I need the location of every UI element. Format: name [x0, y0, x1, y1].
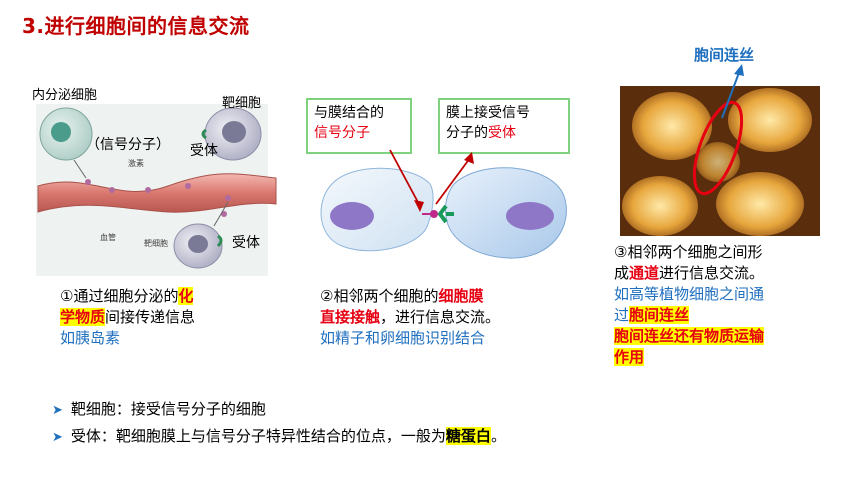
- left-caption: ①通过细胞分泌的化 学物质间接传递信息 如胰岛素: [60, 286, 280, 349]
- right-caption: ③相邻两个细胞之间形 成通道进行信息交流。 如高等植物细胞之间通 过胞间连丝 胞…: [614, 242, 854, 368]
- right-caption-part9: 作用: [614, 348, 645, 366]
- bullet-text-1: 靶细胞：接受信号分子的细胞: [70, 400, 266, 418]
- arrow-bullet-icon: ➤: [52, 403, 63, 418]
- bullet-text-2c: 。: [490, 427, 506, 445]
- plasmodesmata-photo: [620, 86, 820, 236]
- plasmodesmata-illustration: [620, 86, 820, 236]
- endocrine-figure: [28, 86, 278, 278]
- left-caption-part3: 学物质: [60, 308, 106, 326]
- middle-caption-part2: 细胞膜: [438, 287, 484, 305]
- right-caption-part7: 胞间连丝: [629, 306, 690, 324]
- left-caption-part1: ①通过细胞分泌的: [60, 287, 179, 305]
- middle-caption-part3: 直接接触: [320, 308, 381, 326]
- membrane-contact-figure: [312, 154, 574, 274]
- right-caption-part1: ③相邻两个细胞之间形: [614, 243, 763, 261]
- box2-line2b: 受体: [488, 125, 516, 141]
- bullet-list: ➤ 靶细胞：接受信号分子的细胞 ➤ 受体：靶细胞膜上与信号分子特异性结合的位点，一般…: [52, 398, 812, 446]
- target-cell-label: 靶细胞: [222, 96, 262, 111]
- right-caption-part4: 进行信息交流。: [659, 264, 765, 282]
- right-caption-part2: 成: [614, 264, 630, 282]
- endocrine-cell-label: 内分泌细胞: [32, 88, 98, 103]
- right-caption-part5: 如高等植物细胞之间通: [614, 285, 765, 303]
- page-title: 3.进行细胞间的信息交流: [22, 14, 250, 38]
- receptor-label-1: 受体: [190, 143, 218, 159]
- receptor-label-2: 受体: [232, 235, 260, 251]
- left-caption-part5: 如胰岛素: [60, 329, 121, 347]
- signal-molecule-label: （信号分子）: [86, 137, 170, 153]
- plasmodesmata-label: 胞间连丝: [694, 46, 755, 64]
- blood-vessel-label: 血管: [100, 233, 116, 242]
- right-caption-part6: 过: [614, 306, 630, 324]
- plasmodesmata-arrow: [721, 64, 744, 119]
- target-cell-small-label: 靶细胞: [144, 239, 168, 248]
- box1-line2: 信号分子: [314, 125, 370, 141]
- middle-caption-part5: 如精子和卵细胞识别结合: [320, 329, 486, 347]
- bullet-item-target-cell: ➤ 靶细胞：接受信号分子的细胞: [52, 398, 812, 419]
- signal-molecule-box: 与膜结合的 信号分子: [306, 98, 412, 154]
- right-caption-part8: 胞间连丝还有物质运输: [614, 327, 765, 345]
- endocrine-illustration: [36, 104, 277, 276]
- bullet-text-2b: 糖蛋白: [445, 427, 491, 445]
- middle-caption-part1: ②相邻两个细胞的: [320, 287, 439, 305]
- box1-line1: 与膜结合的: [314, 105, 384, 121]
- box2-line1: 膜上接受信号: [446, 105, 530, 121]
- membrane-contact-illustration: [320, 167, 567, 259]
- middle-caption: ②相邻两个细胞的细胞膜 直接接触，进行信息交流。 如精子和卵细胞识别结合: [320, 286, 580, 349]
- left-caption-part4: 间接传递信息: [105, 308, 196, 326]
- box2-line2a: 分子的: [446, 125, 488, 141]
- bullet-item-receptor: ➤ 受体：靶细胞膜上与信号分子特异性结合的位点，一般为糖蛋白。: [52, 425, 812, 446]
- right-caption-part3: 通道: [629, 264, 660, 282]
- arrow-bullet-icon: ➤: [52, 430, 63, 445]
- middle-caption-part4: ，进行信息交流。: [380, 308, 501, 326]
- left-caption-part2: 化: [178, 287, 194, 305]
- middle-arrows: [389, 149, 474, 212]
- hormone-label: 激素: [128, 159, 144, 168]
- receptor-box: 膜上接受信号 分子的受体: [438, 98, 570, 154]
- bullet-text-2a: 受体：靶细胞膜上与信号分子特异性结合的位点，一般为: [70, 427, 446, 445]
